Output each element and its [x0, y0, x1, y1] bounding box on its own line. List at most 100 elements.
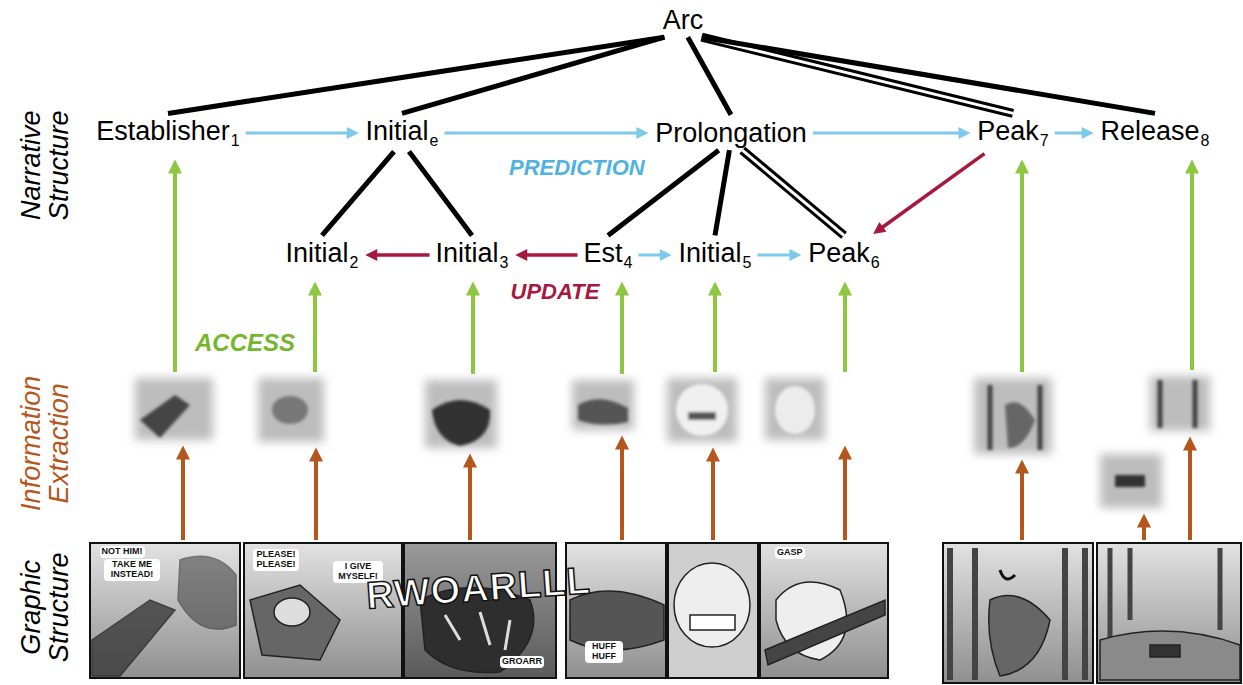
- node-label: Initial: [366, 116, 429, 146]
- speech-text: PLEASE! PLEASE!: [253, 549, 299, 571]
- comic-panel: [760, 543, 888, 678]
- comic-drawing: [1150, 645, 1180, 657]
- access-arrow: [173, 168, 177, 372]
- row-heading: Narrative Structure: [17, 90, 74, 240]
- node-subscript: 8: [1201, 132, 1210, 149]
- extracted-thumbnail: [425, 380, 497, 448]
- extraction-arrow: [1142, 522, 1146, 540]
- extraction-arrow: [183, 444, 1190, 540]
- comic-drawing: [445, 612, 510, 650]
- connector-line: [522, 253, 577, 257]
- node-label: Establisher: [96, 116, 230, 146]
- connector-line: [322, 152, 394, 236]
- node-label: Arc: [663, 5, 704, 35]
- node-subscript: 2: [350, 254, 359, 271]
- tree-node: Initial3: [433, 237, 512, 272]
- access-arrow: [313, 290, 317, 372]
- node-label: Est: [584, 238, 623, 268]
- access-arrow: [471, 290, 475, 374]
- speech-text: NOT HIM!: [100, 546, 145, 558]
- flow-label: UPDATE: [509, 279, 602, 305]
- connector-line: [702, 37, 1013, 113]
- tree-branch: [409, 152, 472, 236]
- row-heading: Information Extraction: [17, 368, 74, 518]
- flow-label: ACCESS: [193, 329, 297, 357]
- comic-drawing: [950, 548, 1085, 680]
- connector-line: [372, 253, 429, 257]
- connector-line: [702, 37, 1155, 113]
- comic-drawing: [92, 548, 1240, 680]
- tree-node: Peak7: [974, 115, 1051, 150]
- extracted-thumbnail: [775, 386, 815, 434]
- sound-effect: RWOARLLL: [364, 559, 591, 618]
- extracted-thumbnail: [140, 395, 190, 438]
- comic-drawing: [178, 556, 236, 629]
- extracted-thumbnail: [572, 380, 634, 430]
- comic-drawing: [1100, 631, 1240, 680]
- connector-line: [1055, 132, 1087, 135]
- tree-branch: [688, 37, 731, 115]
- tree-branch: [168, 37, 664, 113]
- access-arrow: [1190, 168, 1194, 370]
- access-arrow: [1020, 168, 1024, 372]
- access-arrow: [620, 290, 624, 374]
- node-subscript: 4: [624, 254, 633, 271]
- connector-line: [168, 37, 664, 113]
- comic-drawing: [989, 596, 1050, 677]
- extracted-thumbnail: [688, 412, 716, 420]
- comic-drawing: [690, 615, 735, 630]
- connector-line: [246, 132, 352, 135]
- node-label: Prolongation: [655, 118, 807, 148]
- comic-drawing: [250, 585, 340, 660]
- prediction-arrow: [757, 255, 794, 256]
- extracted-thumbnail: [990, 385, 1040, 450]
- update-arrow: [372, 255, 429, 256]
- comic-panel: [1097, 543, 1241, 683]
- extracted-thumbnail: [765, 378, 825, 440]
- node-label: Peak: [977, 116, 1039, 146]
- connector-line: [688, 37, 731, 115]
- extracted-thumbnail: [974, 378, 1052, 454]
- prediction-arrow: [1055, 133, 1087, 134]
- extraction-arrow: [843, 454, 847, 540]
- connector-line: [702, 37, 1013, 113]
- extraction-arrow: [711, 456, 715, 540]
- comic-drawing: [765, 600, 885, 665]
- comic-drawing: [1110, 548, 1220, 640]
- prediction-arrow: [638, 255, 664, 256]
- access-arrow: [843, 290, 847, 372]
- node-label: Initial: [286, 238, 349, 268]
- extracted-thumbnail: [140, 380, 1195, 487]
- tree-node: Prolongation: [652, 117, 810, 149]
- comic-panel: [90, 543, 240, 678]
- update-arrow: [522, 255, 577, 256]
- comic-drawing: [674, 563, 750, 647]
- connector-line: [813, 131, 963, 134]
- sound-effect: GASP: [775, 547, 805, 559]
- comic-panel: [90, 543, 1241, 683]
- tree-branch: [702, 37, 1155, 113]
- tree-node: Est4: [581, 237, 636, 272]
- extraction-arrow: [314, 456, 318, 540]
- extraction-arrow: [181, 454, 185, 540]
- tree-node: Release8: [1098, 115, 1213, 150]
- extracted-thumbnail: [667, 378, 737, 442]
- extracted-thumbnail: [272, 396, 308, 424]
- sound-effect: HUFF HUFF: [585, 641, 623, 663]
- node-subscript: 1: [231, 132, 240, 149]
- speech-text: TAKE ME INSTEAD!: [104, 559, 160, 581]
- tree-node: Initiale: [363, 115, 442, 150]
- extracted-thumbnail: [1100, 454, 1162, 508]
- node-label: Release: [1101, 116, 1200, 146]
- comic-panel: [668, 543, 758, 678]
- comic-drawing: [274, 598, 310, 626]
- tree-branch: [702, 37, 1013, 113]
- connector-line: [715, 150, 729, 235]
- prediction-arrow: [246, 133, 352, 134]
- connector-line: [402, 37, 664, 113]
- extracted-thumbnail: [135, 378, 213, 440]
- extracted-thumbnail: [135, 376, 1210, 508]
- connector-line: [757, 254, 794, 257]
